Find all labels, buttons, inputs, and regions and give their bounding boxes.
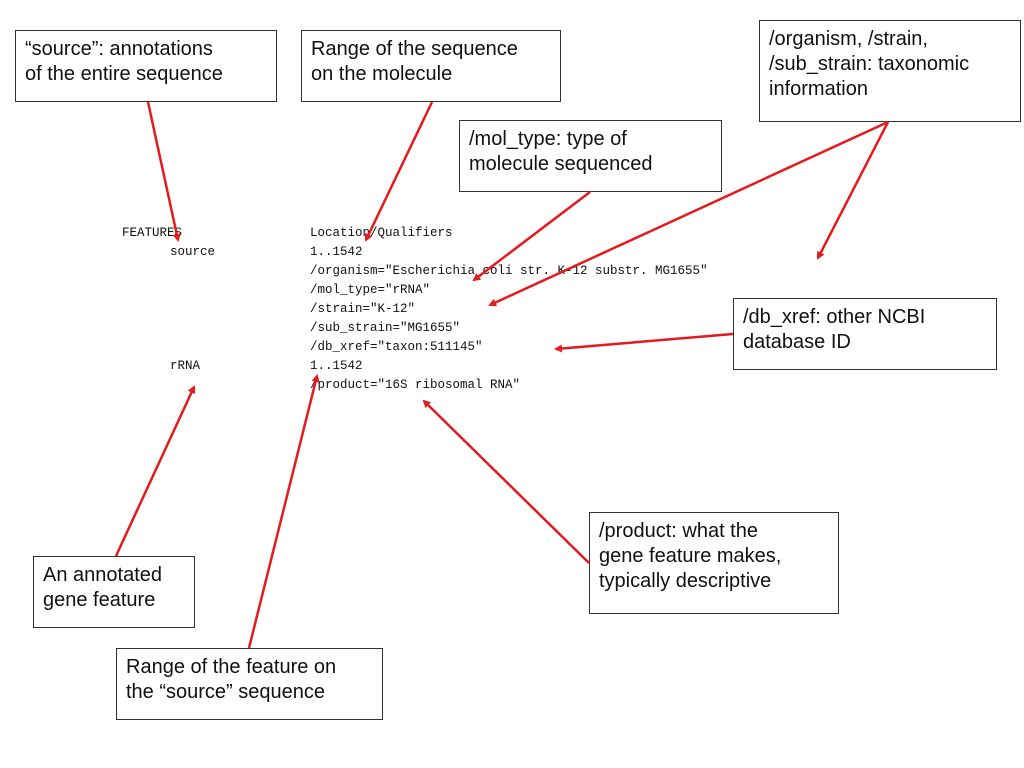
callout-mol-type: /mol_type: type of molecule sequenced [459, 120, 722, 192]
callout-text-line: Range of the feature on [126, 656, 337, 678]
arrow-product [422, 399, 590, 564]
arrow-feature-range [247, 374, 320, 649]
callout-text-line: database ID [743, 331, 851, 353]
callout-product: /product: what the gene feature makes, t… [589, 512, 839, 614]
callout-text-line: gene feature makes, [599, 545, 782, 567]
callout-text-line: Range of the sequence [311, 38, 518, 60]
location-qualifiers-header: Location/Qualifiers [310, 226, 453, 240]
callout-text-line: typically descriptive [599, 570, 772, 592]
callout-text-line: /sub_strain: taxonomic [769, 53, 970, 75]
callout-text-line: /db_xref: other NCBI [743, 306, 926, 328]
arrow-source-annotations [146, 101, 181, 242]
arrow-gene-feature [114, 385, 196, 557]
arrow-taxonomy-organism [816, 121, 890, 260]
callout-gene-feature: An annotated gene feature [33, 556, 195, 628]
source-feature-key: source [170, 245, 216, 259]
arrow-range-on-molecule [364, 101, 434, 242]
callout-text-line: on the molecule [311, 63, 453, 85]
callout-feature-range: Range of the feature on the “source” seq… [116, 648, 383, 720]
organism-qualifier: /organism="Escherichia coli str. K-12 su… [310, 264, 708, 278]
callout-text-line: information [769, 78, 868, 100]
callout-source-annotations: “source”: annotations of the entire sequ… [15, 30, 277, 102]
sub-strain-qualifier: /sub_strain="MG1655" [310, 321, 461, 335]
callout-text-line: of the entire sequence [25, 63, 223, 85]
db-xref-qualifier: /db_xref="taxon:511145" [310, 340, 483, 354]
callout-text-line: gene feature [43, 589, 156, 611]
callout-text-line: /mol_type: type of [469, 128, 627, 150]
callout-text-line: An annotated [43, 564, 162, 586]
callout-range-on-molecule: Range of the sequence on the molecule [301, 30, 561, 102]
callout-text-line: the “source” sequence [126, 681, 326, 703]
strain-qualifier: /strain="K-12" [310, 302, 416, 316]
features-header: FEATURES [122, 226, 183, 240]
arrow-db-xref [554, 332, 734, 353]
callout-db-xref: /db_xref: other NCBI database ID [733, 298, 997, 370]
mol-type-qualifier: /mol_type="rRNA" [310, 283, 431, 297]
source-range: 1..1542 [310, 245, 363, 259]
product-qualifier: /product="16S ribosomal RNA" [310, 378, 521, 392]
callout-text-line: /organism, /strain, [769, 28, 928, 50]
rrna-feature-key: rRNA [170, 359, 201, 373]
callout-taxonomy: /organism, /strain, /sub_strain: taxonom… [759, 20, 1021, 122]
rrna-range: 1..1542 [310, 359, 363, 373]
callout-text-line: /product: what the [599, 520, 758, 542]
callout-text-line: molecule sequenced [469, 153, 653, 175]
callout-text-line: “source”: annotations [25, 38, 213, 60]
